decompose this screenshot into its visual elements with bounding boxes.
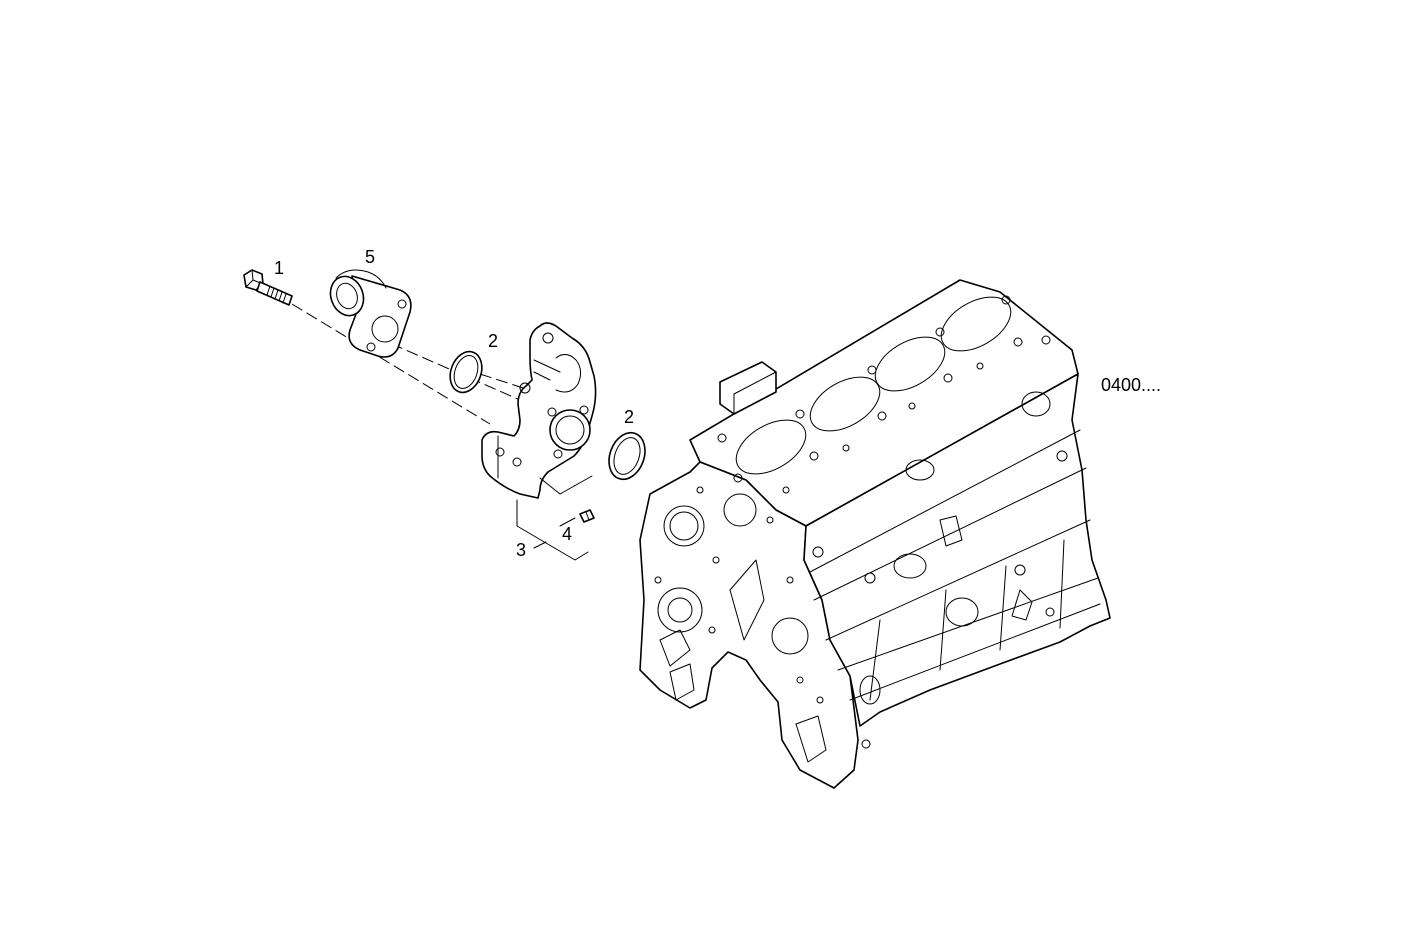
dowel-part-4[interactable]	[579, 509, 595, 523]
assembly-axis-lines	[291, 303, 549, 425]
cylinder-bore-1	[735, 419, 807, 475]
callout-2-upper: 2	[488, 331, 498, 351]
housing-part-3[interactable]	[481, 322, 597, 499]
flange-part-5[interactable]	[325, 269, 412, 358]
cylinder-bore-4	[940, 296, 1012, 352]
seal-ring-part-2-lower[interactable]	[603, 428, 651, 485]
callout-3: 3	[516, 540, 526, 560]
callout-5: 5	[365, 247, 375, 267]
callout-4: 4	[562, 524, 572, 544]
bolt-part-1[interactable]	[243, 269, 293, 306]
group-reference-code: 0400....	[1101, 375, 1161, 395]
cylinder-bore-3	[874, 336, 946, 392]
engine-block	[639, 279, 1111, 789]
leader-part-3	[516, 499, 589, 561]
callout-1: 1	[274, 258, 284, 278]
callout-2-lower: 2	[624, 407, 634, 427]
seal-ring-part-2-upper[interactable]	[445, 347, 488, 397]
